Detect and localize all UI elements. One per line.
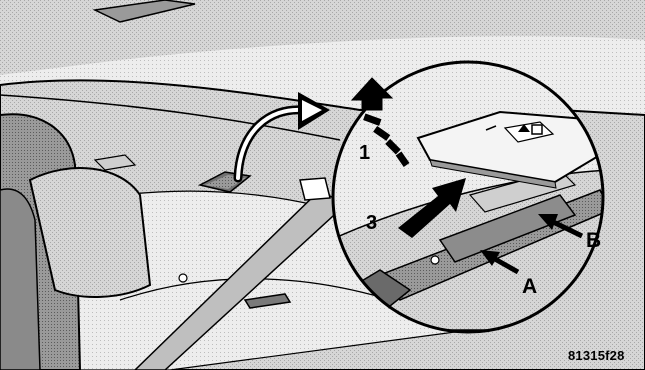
push-arrow-icon — [398, 178, 466, 238]
callout-b-label: B — [586, 229, 602, 252]
rear-seat-back — [0, 113, 152, 370]
child-tether-symbol-icon — [485, 124, 543, 135]
step-3-label: 3 — [366, 212, 378, 234]
curved-arrow-icon — [233, 92, 330, 183]
step-1-label: 1 — [359, 142, 371, 164]
pointer-arrow-b — [538, 214, 584, 239]
lift-arrow-icon — [350, 77, 410, 168]
figure-code: 81315f28 — [568, 348, 625, 363]
callout-a-label: A — [522, 275, 538, 298]
seat-belt-strap — [133, 177, 347, 370]
pointer-arrow-a — [480, 250, 520, 275]
